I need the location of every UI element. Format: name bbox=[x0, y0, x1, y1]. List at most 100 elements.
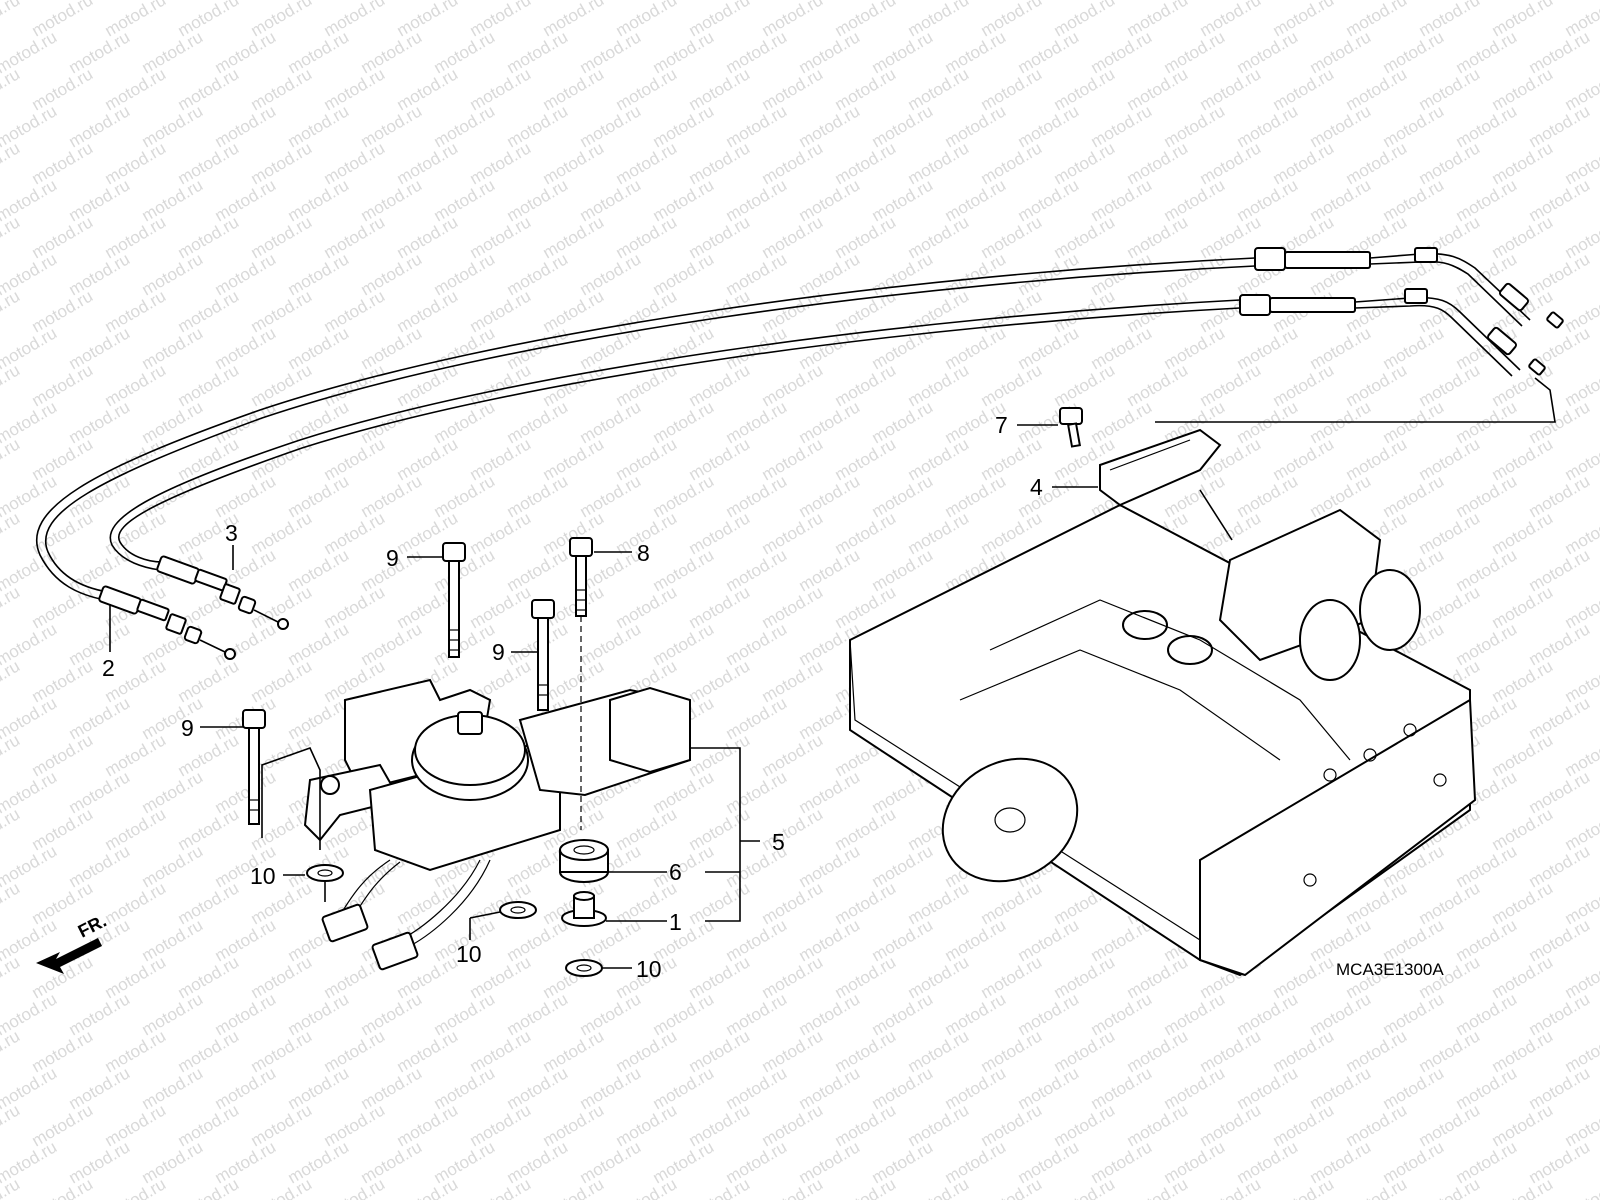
watermark-text: motod.ru bbox=[759, 1100, 827, 1150]
watermark-text: motod.ru bbox=[467, 582, 535, 632]
diagram-code: MCA3E1300A bbox=[1336, 960, 1444, 979]
watermark-text: motod.ru bbox=[1051, 1100, 1119, 1150]
watermark-text: motod.ru bbox=[978, 1026, 1046, 1076]
watermark-text: motod.ru bbox=[540, 1174, 608, 1200]
watermark-text: motod.ru bbox=[759, 212, 827, 262]
watermark-text: motod.ru bbox=[832, 1174, 900, 1200]
watermark-text: motod.ru bbox=[1270, 138, 1338, 188]
watermark-text: motod.ru bbox=[102, 138, 170, 188]
watermark-text: motod.ru bbox=[1051, 360, 1119, 410]
watermark-text: motod.ru bbox=[905, 952, 973, 1002]
watermark-text: motod.ru bbox=[248, 508, 316, 558]
watermark-text: motod.ru bbox=[102, 1100, 170, 1150]
watermark-text: motod.ru bbox=[175, 952, 243, 1002]
watermark-text: motod.ru bbox=[394, 1026, 462, 1076]
watermark-text: motod.ru bbox=[248, 1174, 316, 1200]
watermark-text: motod.ru bbox=[175, 656, 243, 706]
watermark-text: motod.ru bbox=[0, 804, 23, 854]
watermark-text: motod.ru bbox=[978, 878, 1046, 928]
watermark-text: motod.ru bbox=[1489, 656, 1557, 706]
watermark-text: motod.ru bbox=[686, 360, 754, 410]
watermark-text: motod.ru bbox=[686, 730, 754, 780]
watermark-text: motod.ru bbox=[1270, 64, 1338, 114]
watermark-text: motod.ru bbox=[29, 64, 97, 114]
watermark-text: motod.ru bbox=[978, 64, 1046, 114]
watermark-text: motod.ru bbox=[613, 64, 681, 114]
watermark-text: motod.ru bbox=[686, 804, 754, 854]
watermark-text: motod.ru bbox=[905, 64, 973, 114]
callout-9-left: 9 bbox=[181, 715, 194, 741]
watermark-text: motod.ru bbox=[613, 138, 681, 188]
watermark-text: motod.ru bbox=[686, 508, 754, 558]
watermark-text: motod.ru bbox=[978, 212, 1046, 262]
watermark-text: motod.ru bbox=[1124, 1026, 1192, 1076]
watermark-text: motod.ru bbox=[905, 212, 973, 262]
watermark-text: motod.ru bbox=[613, 1026, 681, 1076]
watermark-text: motod.ru bbox=[978, 952, 1046, 1002]
cover-4 bbox=[1099, 428, 1222, 507]
watermark-text: motod.ru bbox=[175, 212, 243, 262]
watermark-text: motod.ru bbox=[613, 804, 681, 854]
watermark-text: motod.ru bbox=[1416, 64, 1484, 114]
watermark-text: motod.ru bbox=[1489, 1100, 1557, 1150]
watermark-text: motod.ru bbox=[467, 286, 535, 336]
watermark-text: motod.ru bbox=[759, 1174, 827, 1200]
watermark-text: motod.ru bbox=[175, 64, 243, 114]
watermark-text: motod.ru bbox=[905, 1100, 973, 1150]
watermark-text: motod.ru bbox=[540, 212, 608, 262]
watermark-text: motod.ru bbox=[1562, 1174, 1600, 1200]
watermark-text: motod.ru bbox=[832, 508, 900, 558]
watermark-text: motod.ru bbox=[321, 582, 389, 632]
watermark-text: motod.ru bbox=[467, 434, 535, 484]
watermark-text: motod.ru bbox=[467, 1174, 535, 1200]
watermark-text: motod.ru bbox=[686, 212, 754, 262]
watermark-text: motod.ru bbox=[0, 138, 23, 188]
watermark-text: motod.ru bbox=[759, 730, 827, 780]
watermark-text: motod.ru bbox=[1197, 212, 1265, 262]
watermark-text: motod.ru bbox=[686, 1100, 754, 1150]
watermark-text: motod.ru bbox=[394, 360, 462, 410]
watermark-text: motod.ru bbox=[29, 434, 97, 484]
watermark-text: motod.ru bbox=[0, 1026, 23, 1076]
watermark-text: motod.ru bbox=[321, 1100, 389, 1150]
watermark-text: motod.ru bbox=[1051, 1174, 1119, 1200]
collar-1 bbox=[561, 891, 607, 927]
watermark-text: motod.ru bbox=[540, 360, 608, 410]
watermark-text: motod.ru bbox=[248, 1100, 316, 1150]
watermark-text: motod.ru bbox=[1416, 1174, 1484, 1200]
watermark-text: motod.ru bbox=[1489, 730, 1557, 780]
watermark-text: motod.ru bbox=[759, 878, 827, 928]
watermark-text: motod.ru bbox=[321, 1174, 389, 1200]
watermark-text: motod.ru bbox=[1343, 64, 1411, 114]
watermark-text: motod.ru bbox=[978, 138, 1046, 188]
watermark-text: motod.ru bbox=[0, 360, 23, 410]
watermark-text: motod.ru bbox=[540, 434, 608, 484]
watermark-text: motod.ru bbox=[1124, 212, 1192, 262]
watermark-text: motod.ru bbox=[248, 286, 316, 336]
washer-10-a bbox=[306, 864, 344, 882]
watermark-text: motod.ru bbox=[1197, 1100, 1265, 1150]
watermark-text: motod.ru bbox=[759, 64, 827, 114]
watermark-text: motod.ru bbox=[175, 804, 243, 854]
callout-labels: 1 2 3 4 5 6 7 8 9 9 9 10 10 10 bbox=[102, 412, 1043, 982]
watermark-text: motod.ru bbox=[29, 804, 97, 854]
watermark-text: motod.ru bbox=[1270, 952, 1338, 1002]
watermark-text: motod.ru bbox=[29, 212, 97, 262]
watermark-text: motod.ru bbox=[102, 730, 170, 780]
watermark-text: motod.ru bbox=[1051, 138, 1119, 188]
watermark-text: motod.ru bbox=[175, 1100, 243, 1150]
watermark-text: motod.ru bbox=[613, 1174, 681, 1200]
watermark-text: motod.ru bbox=[832, 360, 900, 410]
callout-10-middle: 10 bbox=[456, 941, 482, 967]
watermark-text: motod.ru bbox=[1270, 1174, 1338, 1200]
watermark-text: motod.ru bbox=[0, 1100, 23, 1150]
watermark-text: motod.ru bbox=[102, 64, 170, 114]
watermark-text: motod.ru bbox=[1124, 64, 1192, 114]
watermark-text: motod.ru bbox=[978, 1100, 1046, 1150]
watermark-text: motod.ru bbox=[759, 286, 827, 336]
watermark-text: motod.ru bbox=[978, 1174, 1046, 1200]
watermark-text: motod.ru bbox=[1197, 1174, 1265, 1200]
callout-9-top: 9 bbox=[386, 545, 399, 571]
callout-5: 5 bbox=[772, 829, 785, 855]
watermark-text: motod.ru bbox=[1124, 952, 1192, 1002]
